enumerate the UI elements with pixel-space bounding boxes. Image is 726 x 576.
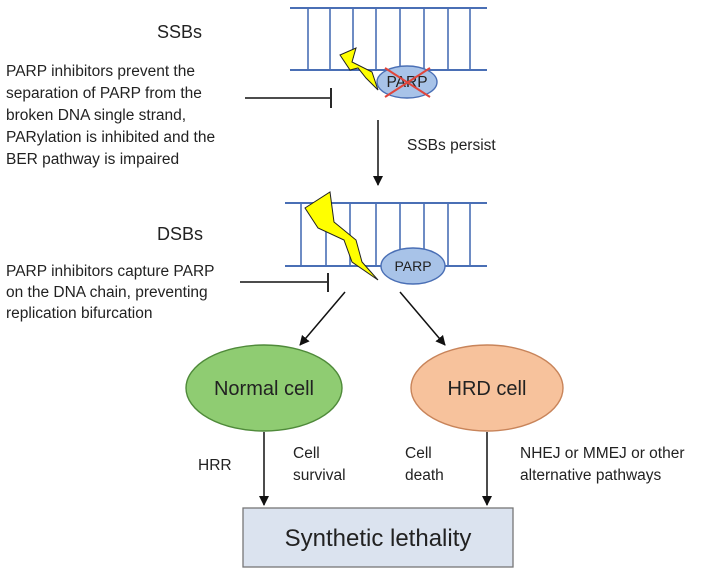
middle-parp-node: PARP — [380, 247, 446, 285]
cell-survival-label: Cell — [293, 445, 320, 462]
top-inhibitor-text: PARP inhibitors prevent the separation o… — [6, 63, 215, 168]
cell-death-label: death — [405, 467, 444, 484]
synthetic-lethality-label: Synthetic lethality — [285, 525, 472, 552]
top-inhibitor-line: BER pathway is impaired — [6, 151, 179, 168]
dsbs-label: DSBs — [157, 224, 203, 244]
top-dna-ladder — [290, 7, 487, 71]
hrd-cell-label: HRD cell — [448, 378, 527, 400]
top-inhibitor-line: separation of PARP from the — [6, 85, 202, 102]
cross-icon — [384, 67, 431, 98]
cell-survival-label: survival — [293, 467, 346, 484]
hrd-cell-node: HRD cell — [410, 344, 564, 432]
top-inhibitor-line: PARylation is inhibited and the — [6, 129, 215, 146]
top-parp-node: PARP — [376, 65, 438, 99]
middle-inhibitor-line: on the DNA chain, preventing — [6, 284, 208, 301]
top-lightning-icon — [339, 47, 379, 91]
middle-inhibitor-line: PARP inhibitors capture PARP — [6, 263, 215, 280]
middle-inhibition-line — [240, 273, 329, 292]
middle-parp-label: PARP — [394, 258, 431, 274]
hrr-label: HRR — [198, 457, 232, 474]
top-inhibitor-line: broken DNA single strand, — [6, 107, 186, 124]
middle-lightning-icon — [304, 191, 379, 281]
synthetic-lethality-box: Synthetic lethality — [242, 507, 514, 568]
normal-cell-label: Normal cell — [214, 378, 314, 400]
normal-cell-node: Normal cell — [185, 344, 343, 432]
to-hrd-arrow — [399, 291, 446, 346]
top-inhibitor-line: PARP inhibitors prevent the — [6, 63, 195, 80]
cell-death-label: Cell — [405, 445, 432, 462]
middle-inhibitor-text: PARP inhibitors capture PARP on the DNA … — [6, 263, 215, 322]
ssbs-persist-label: SSBs persist — [407, 137, 496, 154]
middle-inhibitor-line: replication bifurcation — [6, 305, 152, 322]
alternative-pathways-label: NHEJ or MMEJ or other — [520, 445, 685, 462]
ssbs-label: SSBs — [157, 22, 202, 42]
alternative-pathways-label: alternative pathways — [520, 467, 662, 484]
top-inhibition-line — [245, 88, 332, 108]
to-normal-arrow — [299, 291, 346, 346]
